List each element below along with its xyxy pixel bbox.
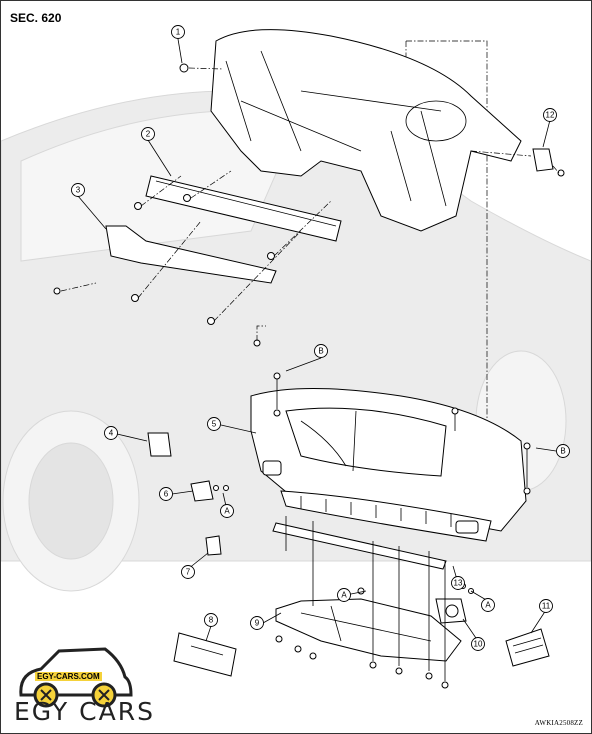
callout-4: 4	[104, 426, 118, 440]
callout-2: 2	[141, 127, 155, 141]
ref-b-top: B	[314, 344, 328, 358]
callout-8: 8	[204, 613, 218, 627]
ref-a-left-text: A	[224, 507, 230, 516]
leader-lines-upper	[60, 67, 332, 341]
callout-6-text: 6	[164, 490, 169, 499]
license-plate-bracket	[173, 632, 237, 677]
fasteners-lower	[213, 372, 531, 689]
callout-11: 11	[539, 599, 553, 613]
bracket-7	[205, 535, 222, 556]
ref-a-center-text: A	[341, 591, 347, 600]
fog-lamp-bezel-left	[147, 432, 172, 457]
ref-a-center: A	[337, 588, 351, 602]
ref-a-left: A	[220, 504, 234, 518]
callout-7: 7	[181, 565, 195, 579]
callout-2-text: 2	[146, 130, 151, 139]
callout-8-text: 8	[209, 616, 214, 625]
callout-5: 5	[207, 417, 221, 431]
ref-b-right-text: B	[560, 447, 565, 456]
callout-1: 1	[171, 25, 185, 39]
callout-13: 13	[451, 576, 465, 590]
callout-9: 9	[250, 616, 264, 630]
leader-lines-lower	[276, 379, 528, 681]
ref-a-right: A	[481, 598, 495, 612]
callout-1-text: 1	[176, 28, 181, 37]
callout-3-text: 3	[76, 186, 81, 195]
watermark-brand: EGY CARS	[14, 697, 155, 726]
callout-9-text: 9	[255, 619, 260, 628]
callout-10: 10	[471, 637, 485, 651]
front-bumper-fascia	[250, 388, 527, 542]
lower-strip	[272, 522, 447, 570]
fog-lamp-bezel-right	[505, 628, 550, 667]
callout-10-text: 10	[474, 640, 483, 649]
section-label: SEC. 620	[10, 11, 62, 25]
fog-lamp-bracket	[435, 598, 467, 624]
callout-5-text: 5	[212, 420, 217, 429]
energy-absorber	[105, 225, 277, 284]
ref-a-right-text: A	[485, 601, 491, 610]
callout-7-text: 7	[186, 568, 191, 577]
callout-13-text: 13	[454, 579, 463, 588]
callout-12: 12	[543, 108, 557, 122]
ref-b-right: B	[556, 444, 570, 458]
front-undercover	[275, 598, 462, 662]
drawing-code: AWKIA2508ZZ	[534, 719, 583, 727]
callout-12-text: 12	[546, 111, 555, 120]
callout-11-text: 11	[542, 602, 551, 611]
radiator-core-support	[210, 29, 522, 232]
bumper-reinforcement	[145, 175, 342, 242]
callout-3: 3	[71, 183, 85, 197]
callout-4-text: 4	[109, 429, 114, 438]
callout-6: 6	[159, 487, 173, 501]
ref-b-top-text: B	[318, 347, 323, 356]
watermark-url: EGY-CARS.COM	[35, 672, 102, 681]
side-bracket-right	[470, 148, 560, 174]
bracket-6	[190, 480, 214, 502]
